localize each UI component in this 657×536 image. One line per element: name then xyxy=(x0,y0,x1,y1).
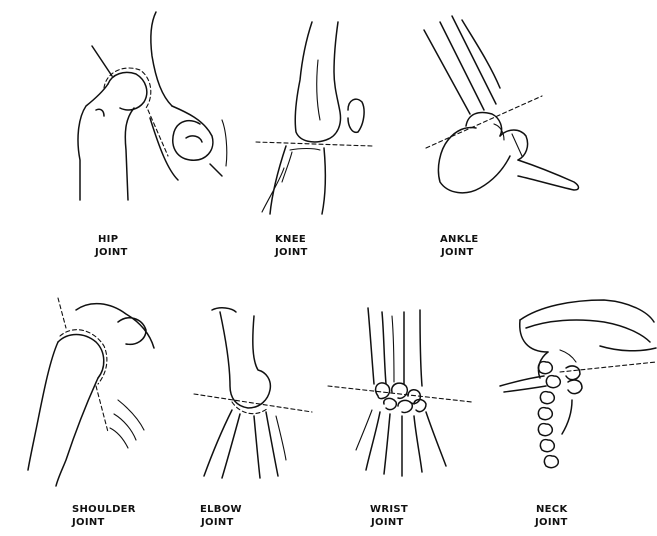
knee-joint-drawing xyxy=(256,22,372,214)
hip-joint-drawing xyxy=(78,12,227,200)
ankle-joint-label-line2: JOINT xyxy=(440,247,474,258)
hip-joint-label-line1: HIP xyxy=(98,234,118,245)
neck-joint-label-line2: JOINT xyxy=(534,517,568,528)
ankle-joint-drawing xyxy=(424,16,579,193)
knee-joint-label-line2: JOINT xyxy=(274,247,308,258)
wrist-joint-drawing xyxy=(328,308,472,476)
elbow-joint-label-line1: ELBOW xyxy=(200,504,242,515)
knee-joint-label-line1: KNEE xyxy=(275,234,306,245)
neck-joint-label-line1: NECK xyxy=(536,504,568,515)
wrist-joint-label-line1: WRIST xyxy=(370,504,408,515)
wrist-joint-label-line2: JOINT xyxy=(370,517,404,528)
shoulder-joint-label-line1: SHOULDER xyxy=(72,504,136,515)
hip-joint-label-line2: JOINT xyxy=(94,247,128,258)
shoulder-joint-drawing xyxy=(28,298,154,486)
shoulder-joint-label-line2: JOINT xyxy=(71,517,105,528)
neck-joint-drawing xyxy=(500,300,656,468)
elbow-joint-label-line2: JOINT xyxy=(200,517,234,528)
elbow-joint-drawing xyxy=(194,308,312,478)
ankle-joint-label-line1: ANKLE xyxy=(440,234,479,245)
